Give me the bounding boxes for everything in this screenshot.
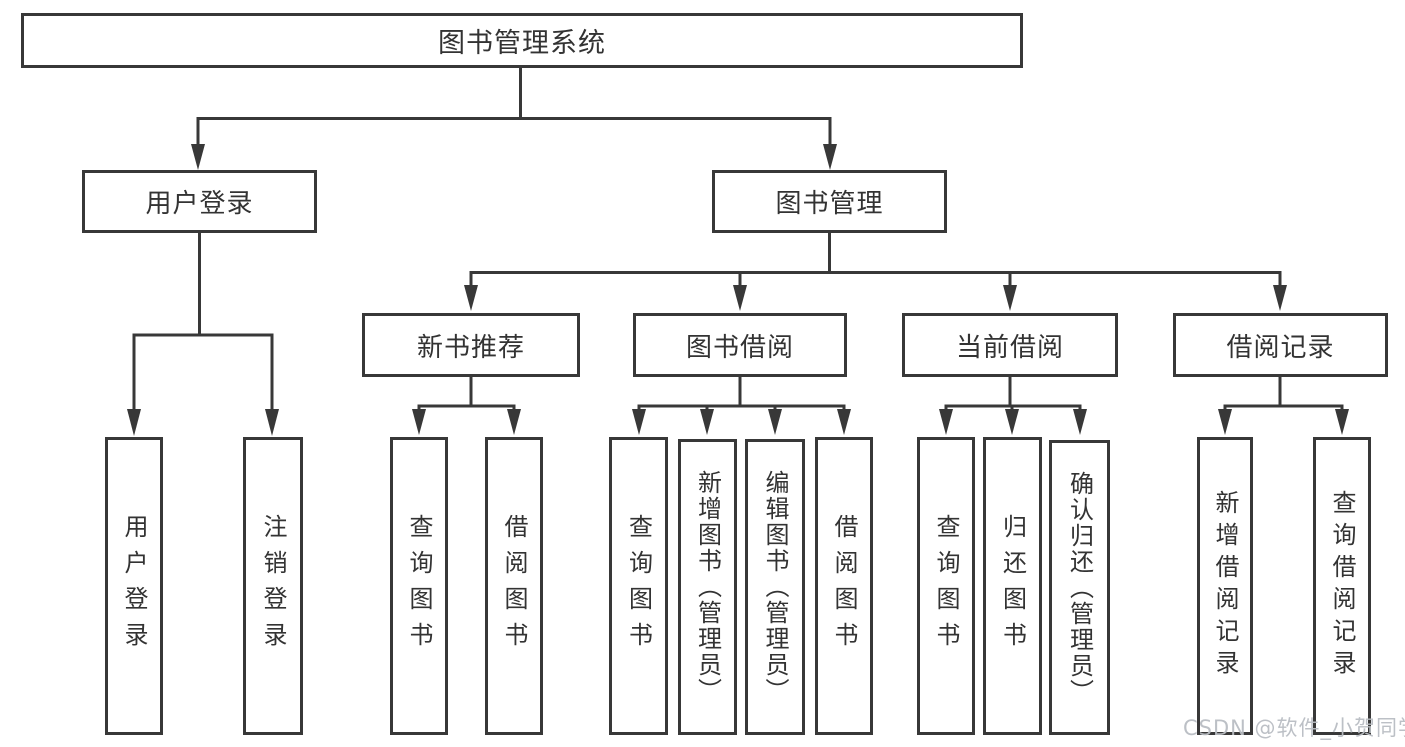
node-user-login: 用户登录	[82, 170, 317, 233]
node-new-book-recommendation: 新书推荐	[362, 313, 580, 377]
node-label: 编辑图书（管理员）	[761, 470, 789, 704]
leaf-edit-books-admin: 编辑图书（管理员）	[745, 439, 805, 735]
node-label: 归还图书	[998, 514, 1027, 658]
leaf-return-books: 归还图书	[983, 437, 1042, 735]
node-book-management: 图书管理	[712, 170, 947, 233]
leaf-user-login: 用户登录	[105, 437, 163, 735]
node-label: 图书管理	[775, 189, 884, 219]
node-library-system: 图书管理系统	[21, 13, 1023, 68]
node-label: 借阅图书	[830, 514, 858, 658]
leaf-borrowing-borrow-books: 借阅图书	[815, 437, 873, 735]
leaf-current-query-books: 查询图书	[917, 437, 975, 735]
node-label: 借阅记录	[1226, 332, 1335, 363]
node-label: 借阅图书	[500, 514, 528, 658]
node-label: 注销登录	[259, 514, 287, 658]
leaf-recommend-borrow-books: 借阅图书	[485, 437, 543, 735]
leaf-query-borrow-record: 查询借阅记录	[1313, 437, 1371, 735]
leaf-borrowing-query-books: 查询图书	[609, 437, 668, 735]
leaf-logout: 注销登录	[243, 437, 303, 735]
node-label: 确认归还（管理员）	[1065, 470, 1094, 705]
arrowheads	[127, 144, 1349, 436]
node-label: 新增图书（管理员）	[693, 470, 722, 704]
node-borrowing-records: 借阅记录	[1173, 313, 1388, 377]
leaf-recommend-query-books: 查询图书	[390, 437, 448, 735]
node-label: 图书借阅	[685, 332, 794, 363]
node-label: 查询图书	[624, 514, 653, 658]
node-book-borrowing: 图书借阅	[633, 313, 847, 377]
leaf-add-borrow-record: 新增借阅记录	[1197, 437, 1253, 735]
leaf-add-books-admin: 新增图书（管理员）	[678, 439, 737, 735]
node-label: 用户登录	[145, 189, 254, 219]
node-label: 用户登录	[120, 514, 148, 658]
node-label: 新书推荐	[416, 332, 525, 363]
node-label: 查询图书	[932, 514, 960, 658]
node-current-borrowing: 当前借阅	[902, 313, 1118, 377]
node-label: 查询图书	[405, 514, 433, 658]
node-label: 查询借阅记录	[1328, 490, 1356, 682]
node-label: 当前借阅	[955, 332, 1064, 363]
node-label: 新增借阅记录	[1211, 490, 1239, 682]
leaf-confirm-return-admin: 确认归还（管理员）	[1049, 440, 1110, 735]
csdn-watermark: CSDN @软件_小贺同学	[1183, 716, 1405, 740]
node-label: 图书管理系统	[438, 28, 606, 59]
